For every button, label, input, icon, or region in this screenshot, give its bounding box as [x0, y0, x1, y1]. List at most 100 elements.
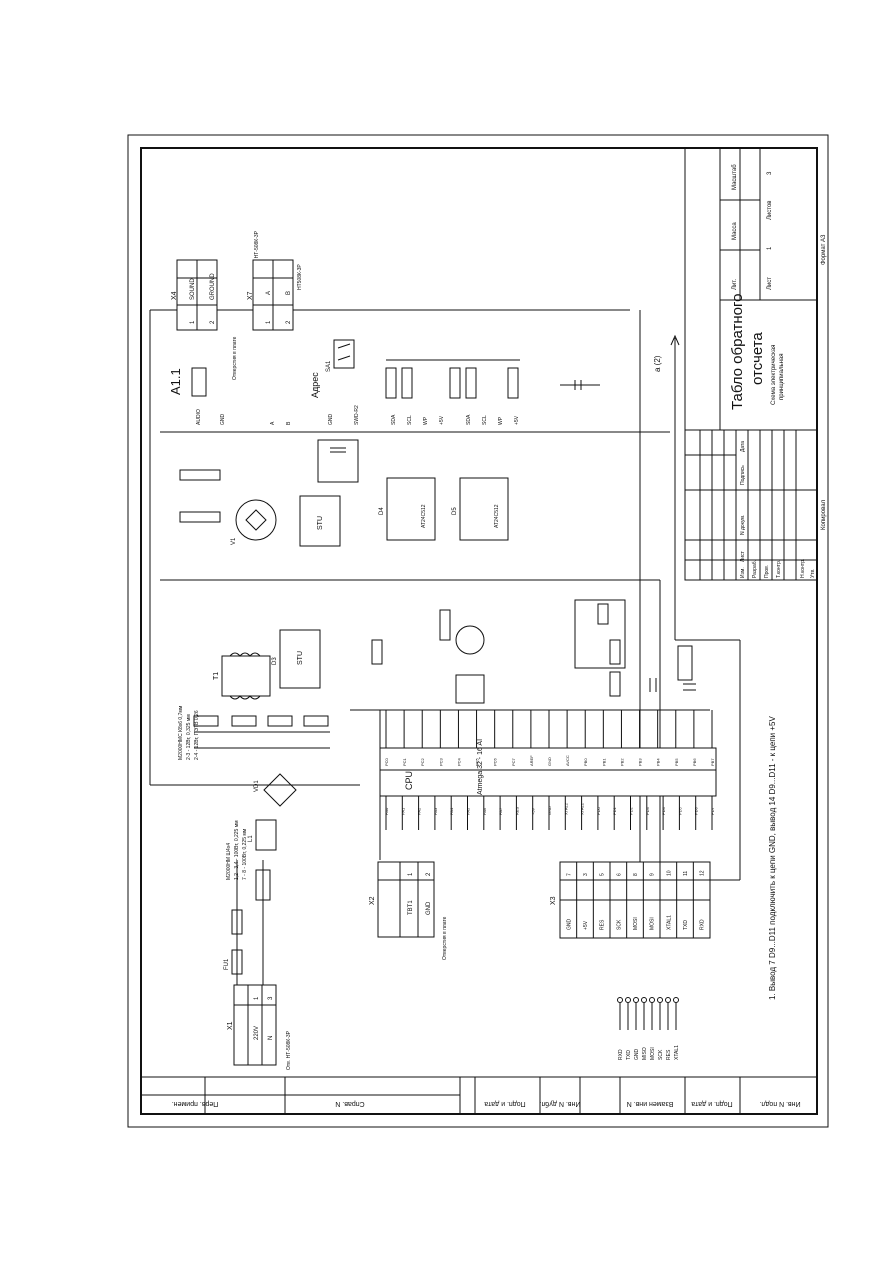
tb-masshtab: Масштаб [732, 164, 738, 190]
v1-label: V1 [231, 537, 237, 545]
cpu-pin-label-top: PC0 [384, 757, 389, 766]
net-scl-1: SCL [407, 415, 413, 425]
mcu-label: Atmega 32 - 16 AI [477, 739, 484, 795]
regulator-d3: STU D3 [272, 629, 321, 689]
x4-note: Отверстия в плате [232, 336, 238, 380]
eeprom-d5: D5 AT24C512 [452, 477, 509, 541]
x1-r2-pin: 3 [268, 996, 274, 1000]
cpu-label: CPU [404, 771, 414, 790]
x3-row-net: TXD [683, 920, 689, 930]
test-point-label: RXD [618, 1049, 624, 1060]
address-switch: Адрес SA1 [310, 339, 355, 398]
test-point-marker [641, 997, 647, 1003]
x3-name: X3 [550, 896, 557, 905]
test-point-label: TXD [626, 1050, 632, 1060]
x3-row-net: MOSI [650, 917, 656, 930]
test-point-label: GND [634, 1049, 640, 1061]
x3-row-pin: 8 [633, 873, 639, 876]
test-point-label: MOSI [650, 1047, 656, 1060]
cpu-pin-label-top: PB3 [638, 758, 643, 766]
title-block: Табло обратного отсчета Схема электричес… [684, 147, 827, 581]
x1-ref: Отв. НТ-508К-3Р [286, 1030, 292, 1070]
tb-list-value: 1 [767, 246, 773, 250]
choke-note-2: 1,2 - 3,4 - 100Вт, 0,225 мм [234, 820, 240, 880]
trans-note-3: 2-4 - 12Вт, ПЭТВ 0,26 [194, 710, 200, 760]
test-point-marker [625, 997, 631, 1003]
cpu-pin-label-top: PC6 [493, 757, 498, 766]
cpu-pin-label-top: PB6 [692, 758, 697, 766]
cpu-pin-label-bottom: PD1 [612, 806, 617, 815]
x3-row-pin: 6 [616, 873, 622, 876]
x1-r2-net: N [268, 1036, 274, 1040]
tb-row-tkontr: Т.контр. [776, 560, 782, 578]
stu-label-1: STU [317, 516, 324, 530]
arrow-a2: a (2) [653, 334, 680, 372]
cpu-pin-label-top: PB5 [674, 758, 679, 766]
choke-note-1: М2000НМ Ш4х4 [226, 843, 232, 880]
fu1-label: FU1 [224, 958, 230, 970]
tb-title-2: отсчета [749, 332, 766, 385]
net-5v-1: +5V [439, 415, 445, 425]
tb-row-list: Лист [740, 550, 746, 562]
d3-label: D3 [272, 657, 278, 665]
x4-r1-pin: 1 [190, 320, 196, 324]
vd1-label: VD1 [254, 780, 260, 792]
test-point-marker [649, 997, 655, 1003]
x3-row-pin: 3 [583, 873, 589, 876]
net-gnd-2: GND [328, 414, 334, 426]
connector-x4: X4 Отв. НТ-508К-3Р 1 SOUND 2 GROUND Отве… [171, 230, 260, 380]
net-swd: SWD-R2 [354, 405, 360, 425]
cpu-pin-label-top: AVCC [565, 755, 570, 766]
trans-note-2: 2-3 - 12Вт, 0,325 мм [186, 714, 192, 760]
tb-row-nkontr: Н.контр. [800, 559, 806, 578]
cpu-pin-label-top: PB4 [656, 758, 661, 766]
net-audio: AUDIO [196, 409, 202, 425]
right-lower-parts [371, 599, 696, 704]
x7-name: X7 [247, 291, 254, 300]
connector-x1: X1 Отв. НТ-508К-3Р 1 220V 3 N [227, 984, 292, 1070]
tb-listov-value: 3 [767, 171, 773, 175]
tb-row-utv: Утв. [810, 568, 816, 578]
net-wp-2: WP [498, 416, 504, 425]
bridge-vd1: VD1 [254, 773, 297, 807]
x3-row-net: SCK [616, 919, 622, 930]
tb-row-razrab: Разраб. [752, 560, 758, 578]
left-stamp: Перв. примен. Справ. N Подп. и дата Инв.… [140, 1076, 817, 1114]
outer-frame [127, 134, 829, 1128]
net-scl-2: SCL [482, 415, 488, 425]
bus-lines [149, 309, 741, 881]
net-gnd-1: GND [220, 414, 226, 426]
tb-row-prov: Пров. [764, 565, 770, 578]
tb-subtitle-2: принципиальная [779, 353, 785, 400]
x3-row-pin: 5 [600, 873, 606, 876]
cpu-pin-label-top: PC3 [438, 757, 443, 766]
x7-r1-net: A [266, 291, 272, 295]
stamp-sprav: Справ. N [335, 1100, 364, 1107]
regulator-top: STU [299, 439, 359, 547]
tb-lit: Лит. [732, 279, 738, 290]
stamp-vzamen: Взамен инв. N [627, 1100, 674, 1107]
tb-row-ndok: N докум. [740, 515, 746, 535]
eeprom-d4: D4 AT24C512 [379, 477, 436, 541]
cpu-pin-label-bottom: PA6 [482, 807, 487, 815]
cpu-pin-label-bottom: PD0 [596, 806, 601, 815]
cpu-pin-label-bottom: XTAL2 [563, 802, 568, 815]
top-net-labels: AUDIO GND A B GND SWD-R2 SDA SCL WP +5V … [196, 405, 520, 425]
test-point-marker [665, 997, 671, 1003]
x3-row-pin: 12 [700, 870, 706, 876]
x3-row-pin: 10 [666, 870, 672, 876]
d4-label: D4 [379, 507, 385, 515]
tb-row-data: Дата [740, 441, 746, 452]
x2-r1-net: TBT1 [408, 900, 414, 915]
trans-note-1: М2000НМС К8х6 0,7мм [178, 705, 184, 760]
x3-row-net: RES [600, 919, 606, 930]
tb-subtitle-1: Схема электрическая [771, 345, 777, 405]
address-label: Адрес [310, 372, 320, 398]
tb-list-label: Лист [767, 277, 773, 290]
tb-listov-label: Листов [767, 201, 773, 221]
x3-row-net: RXD [700, 919, 706, 930]
power-resistors [179, 469, 330, 749]
x2-r2-pin: 2 [426, 872, 432, 876]
